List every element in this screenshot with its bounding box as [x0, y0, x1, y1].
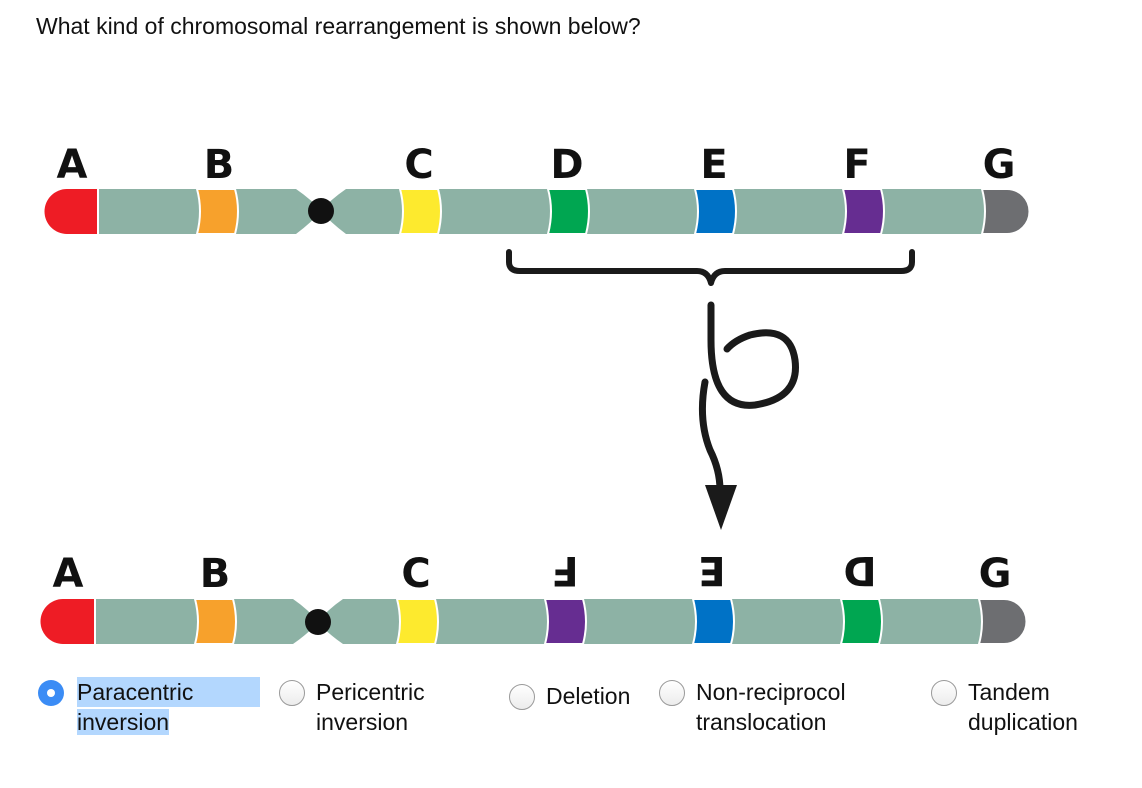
- radio-pericentric-inversion[interactable]: [279, 680, 305, 706]
- band-e: [691, 598, 735, 645]
- q-arm: [321, 189, 1005, 234]
- label-c: C: [401, 551, 430, 597]
- label-e: E: [700, 142, 727, 188]
- option-label: Deletion: [546, 683, 631, 709]
- label-d-inverted: D: [843, 547, 876, 593]
- option-deletion[interactable]: Deletion: [509, 681, 630, 711]
- label-b: B: [204, 142, 235, 188]
- band-c: [395, 598, 439, 645]
- original-chromosome: A B C D E F G: [44, 142, 1031, 235]
- band-b: [195, 188, 239, 235]
- label-d: D: [550, 142, 583, 188]
- label-g: G: [983, 142, 1016, 188]
- radio-paracentric-inversion[interactable]: [38, 680, 64, 706]
- label-f: F: [843, 142, 870, 188]
- label-b: B: [200, 551, 231, 597]
- p-arm: [70, 189, 321, 234]
- inversion-arrow: [707, 301, 799, 409]
- band-c: [398, 188, 442, 235]
- band-e: [693, 188, 737, 235]
- centromere: [305, 609, 331, 635]
- inversion-bracket: [506, 249, 915, 286]
- band-a: [40, 599, 96, 644]
- label-g: G: [979, 551, 1012, 597]
- label-c: C: [404, 142, 433, 188]
- band-d: [839, 598, 883, 645]
- question-text: What kind of chromosomal rearrangement i…: [36, 13, 641, 39]
- band-f: [543, 598, 587, 645]
- band-f: [841, 188, 885, 235]
- label-f-inverted: F: [551, 547, 578, 593]
- band-g: [980, 188, 1031, 235]
- rearranged-chromosome: A B C F E D G: [40, 547, 1028, 645]
- centromere: [308, 198, 334, 224]
- band-b: [193, 598, 237, 645]
- label-a: A: [53, 551, 84, 597]
- radio-non-reciprocol-translocation[interactable]: [659, 680, 685, 706]
- q-arm: [318, 599, 1003, 644]
- band-d: [546, 188, 590, 235]
- arrow-head-icon: [705, 485, 737, 530]
- label-a: A: [57, 142, 88, 188]
- radio-tandem-duplication[interactable]: [931, 680, 957, 706]
- radio-deletion[interactable]: [509, 684, 535, 710]
- band-g: [977, 598, 1028, 645]
- band-a: [44, 189, 99, 235]
- p-arm: [66, 599, 318, 644]
- label-e-inverted: E: [698, 547, 725, 593]
- inversion-arrow-tail: [698, 378, 724, 494]
